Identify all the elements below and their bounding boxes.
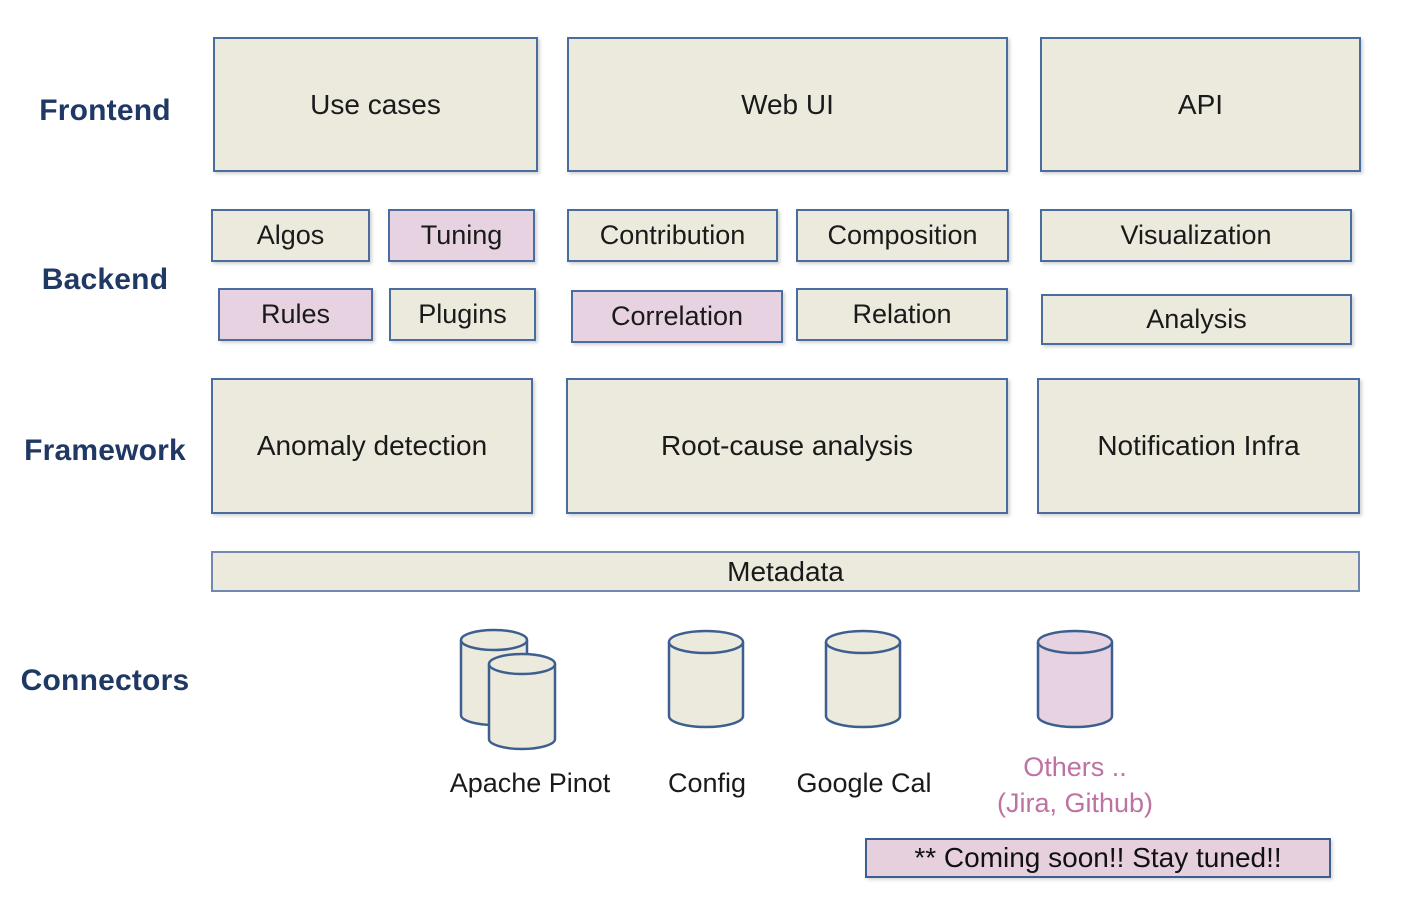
database-icon (823, 629, 903, 731)
box-analysis: Analysis (1041, 294, 1352, 345)
box-visualization: Visualization (1040, 209, 1352, 262)
connector-label-others-line2: (Jira, Github) (996, 787, 1154, 818)
box-notification-infra: Notification Infra (1037, 378, 1360, 514)
metadata-bar: Metadata (211, 551, 1360, 592)
box-correlation: Correlation (571, 290, 783, 343)
layer-label-framework: Framework (24, 434, 186, 467)
database-icon-pink (1035, 629, 1115, 731)
connector-label-google-cal: Google Cal (796, 768, 932, 798)
layer-label-connectors: Connectors (20, 664, 190, 697)
box-web-ui: Web UI (567, 37, 1008, 172)
box-algos: Algos (211, 209, 370, 262)
box-tuning: Tuning (388, 209, 535, 262)
box-plugins: Plugins (389, 288, 536, 341)
box-anomaly-detection: Anomaly detection (211, 378, 533, 514)
box-composition: Composition (796, 209, 1009, 262)
box-contribution: Contribution (567, 209, 778, 262)
layer-label-frontend: Frontend (39, 94, 171, 127)
coming-soon-banner: ** Coming soon!! Stay tuned!! (865, 838, 1331, 878)
layer-label-backend: Backend (41, 263, 169, 296)
connector-label-others-line1: Others .. (1023, 752, 1127, 782)
database-double-icon (458, 627, 574, 761)
connector-label-config: Config (667, 768, 747, 798)
box-use-cases: Use cases (213, 37, 538, 172)
connector-label-others: Others .. (Jira, Github) (965, 750, 1185, 822)
box-rules: Rules (218, 288, 373, 341)
database-icon (666, 629, 746, 731)
box-root-cause: Root-cause analysis (566, 378, 1008, 514)
box-relation: Relation (796, 288, 1008, 341)
box-api: API (1040, 37, 1361, 172)
connector-label-apache-pinot: Apache Pinot (449, 768, 611, 798)
